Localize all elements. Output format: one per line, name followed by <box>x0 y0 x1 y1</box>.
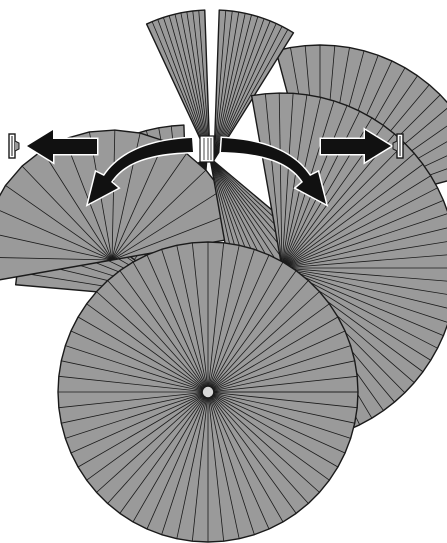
pivot-hub-icon <box>202 386 214 398</box>
fan-bottom <box>58 242 358 542</box>
fan-group <box>0 10 447 542</box>
center-hinge-block <box>200 136 214 162</box>
wall-anchor-icon <box>9 134 19 158</box>
